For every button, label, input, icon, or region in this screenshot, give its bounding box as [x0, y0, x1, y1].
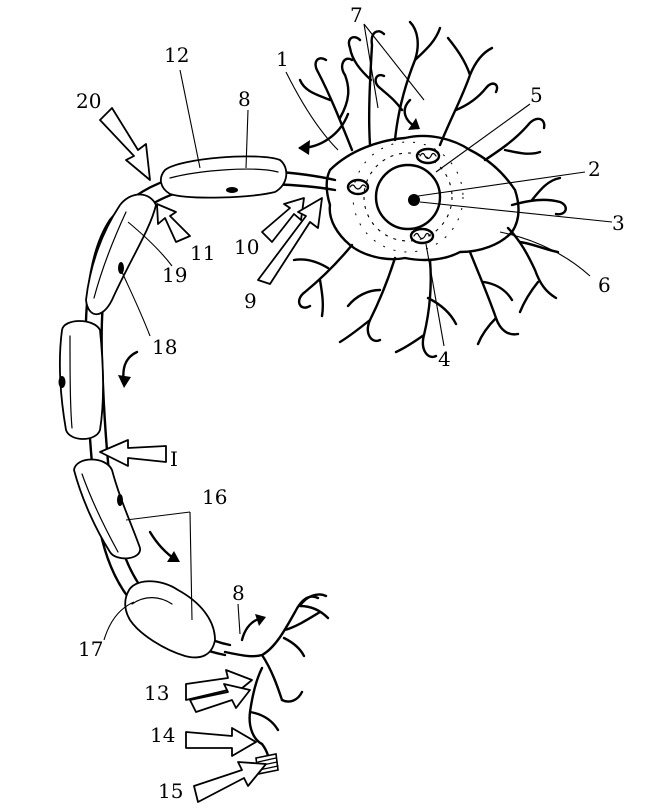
pointer-arrow-11 — [156, 203, 191, 243]
label-9: 9 — [244, 289, 257, 313]
leader-lines — [103, 23, 613, 641]
label-10: 10 — [234, 235, 259, 259]
label-16: 16 — [202, 485, 227, 509]
pointer-arrow-14 — [185, 727, 257, 757]
label-15: 15 — [158, 779, 183, 803]
pointer-arrow-i — [99, 439, 167, 467]
label-2: 2 — [588, 157, 601, 181]
label-3: 3 — [612, 211, 625, 235]
label-5: 5 — [530, 83, 543, 107]
myelin-sheath — [58, 155, 288, 659]
label-7: 7 — [350, 3, 363, 27]
label-1: 1 — [276, 47, 289, 71]
pointer-arrow-15 — [193, 761, 267, 803]
mitochondrion — [415, 147, 441, 165]
label-4: 4 — [438, 347, 451, 371]
nucleus — [374, 163, 442, 231]
cell-body — [325, 134, 520, 262]
label-8-upper: 8 — [238, 87, 251, 111]
label-11: 11 — [190, 241, 215, 265]
pointer-arrow-13b — [189, 683, 251, 713]
dendrites — [292, 20, 567, 359]
label-13: 13 — [144, 681, 169, 705]
schwann-nucleus — [118, 262, 124, 274]
label-20: 20 — [76, 89, 101, 113]
label-8-lower: 8 — [232, 581, 245, 605]
label-12: 12 — [164, 43, 189, 67]
schwann-nucleus — [117, 494, 123, 506]
nucleolus — [408, 194, 420, 206]
label-18: 18 — [152, 335, 177, 359]
mitochondrion — [346, 178, 370, 196]
schwann-nucleus — [58, 376, 66, 388]
label-i: I — [170, 447, 178, 471]
pointer-arrows — [99, 107, 323, 803]
label-14: 14 — [150, 723, 175, 747]
pointer-arrow-20 — [99, 107, 151, 181]
pointer-arrow-9 — [257, 197, 323, 285]
mitochondrion — [409, 227, 435, 245]
label-19: 19 — [162, 263, 187, 287]
labels: 1 2 3 4 5 6 7 8 8 9 10 11 12 13 14 15 16… — [76, 3, 625, 803]
label-17: 17 — [78, 637, 103, 661]
label-6: 6 — [598, 273, 611, 297]
schwann-nucleus — [226, 187, 238, 193]
